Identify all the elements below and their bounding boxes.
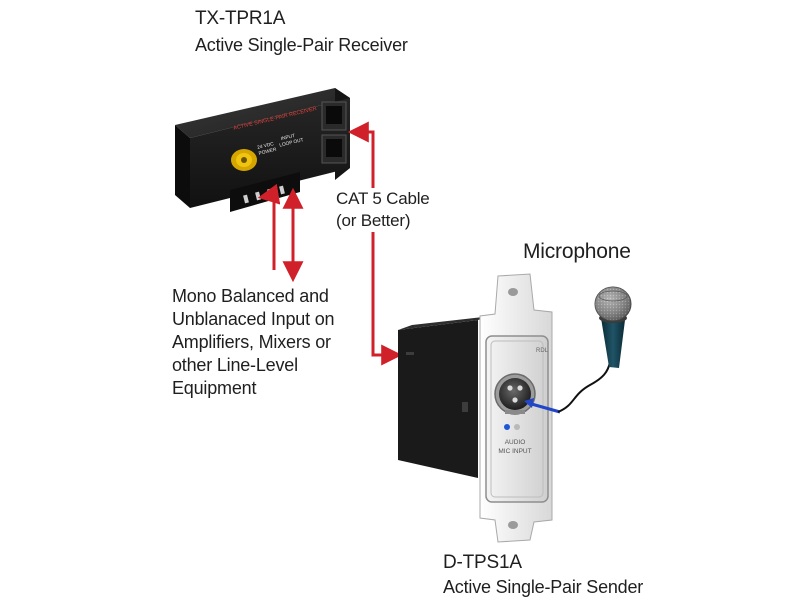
power-sub-label: POWER — [258, 147, 278, 157]
sender-badge: RDL — [536, 348, 549, 354]
input-note-line1: Mono Balanced and — [172, 286, 329, 306]
sender-backbox-front — [398, 320, 478, 478]
io-label: INPUT — [280, 133, 295, 142]
receiver-model: TX-TPR1A — [195, 8, 286, 29]
input-note-line4: other Line-Level — [172, 355, 298, 375]
plate-label-mic-input: MIC INPUT — [498, 448, 531, 455]
strap-hole-bottom — [508, 521, 518, 529]
sender-model: D-TPS1A — [443, 552, 522, 573]
receiver-front-face — [190, 98, 350, 208]
microphone-cable — [557, 361, 611, 413]
status-led-blue — [504, 424, 510, 430]
cable-label-line2: (or Better) — [336, 211, 411, 230]
receiver-device: ACTIVE SINGLE-PAIR RECEIVER 24 VDC POWER… — [175, 88, 350, 212]
receiver-description: Active Single-Pair Receiver — [195, 35, 408, 55]
mic-input-arrow — [524, 398, 561, 414]
microphone-handle — [601, 318, 625, 368]
microphone-label: Microphone — [523, 240, 631, 263]
cat5-arrow-bottom — [371, 232, 403, 366]
sender-device: RDL AUDIO MIC INPUT — [398, 273, 553, 543]
power-connector-icon — [231, 149, 257, 171]
audio-arrow-1 — [257, 183, 281, 270]
cat5-arrow-top — [347, 121, 375, 188]
input-note-line3: Amplifiers, Mixers or — [172, 332, 331, 352]
receiver-top-face — [175, 88, 350, 138]
signal-arrows — [257, 121, 403, 366]
strap-hole-top — [508, 288, 518, 296]
input-note-line5: Equipment — [172, 378, 257, 398]
sender-backbox-top — [398, 316, 492, 330]
receiver-left-face — [175, 125, 190, 208]
cable-label-line1: CAT 5 Cable — [336, 189, 430, 208]
power-label: 24 VDC — [257, 141, 275, 151]
microphone-icon — [594, 286, 632, 368]
sender-description: Active Single-Pair Sender — [443, 577, 644, 597]
input-note-line2: Unblanaced Input on — [172, 309, 335, 329]
plate-label-audio: AUDIO — [505, 439, 526, 446]
xlr-connector-icon[interactable] — [494, 373, 536, 415]
io-sub-label: LOOP OUT — [279, 137, 304, 149]
receiver-rj45-jacks — [321, 101, 347, 164]
sender-wallplate — [485, 335, 549, 503]
status-led-off — [514, 424, 520, 430]
